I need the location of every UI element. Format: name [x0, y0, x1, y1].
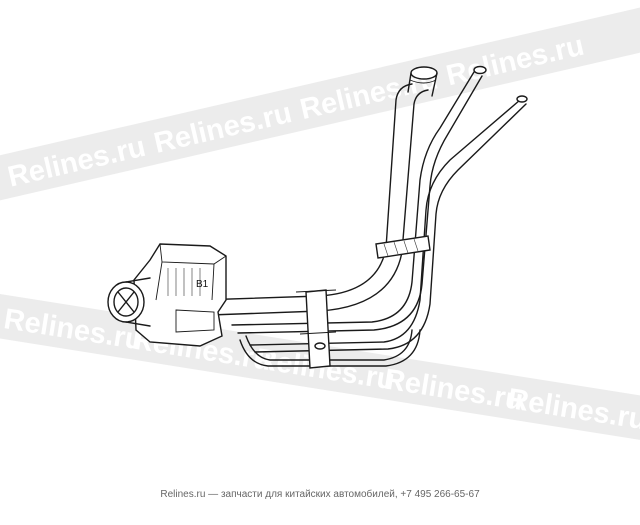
watermark-band-top: Relines.ru Relines.ru Relines.ru Relines… — [0, 1, 640, 207]
footer-caption: — запчасти для китайских автомобилей, +7… — [205, 489, 480, 500]
callout-label: B1 — [196, 279, 209, 290]
footer-brand: Relines.ru — [160, 489, 206, 500]
fuel-filler-pipe-drawing: B1 — [107, 65, 528, 369]
footer: Relines.ru — запчасти для китайских авто… — [0, 489, 640, 500]
